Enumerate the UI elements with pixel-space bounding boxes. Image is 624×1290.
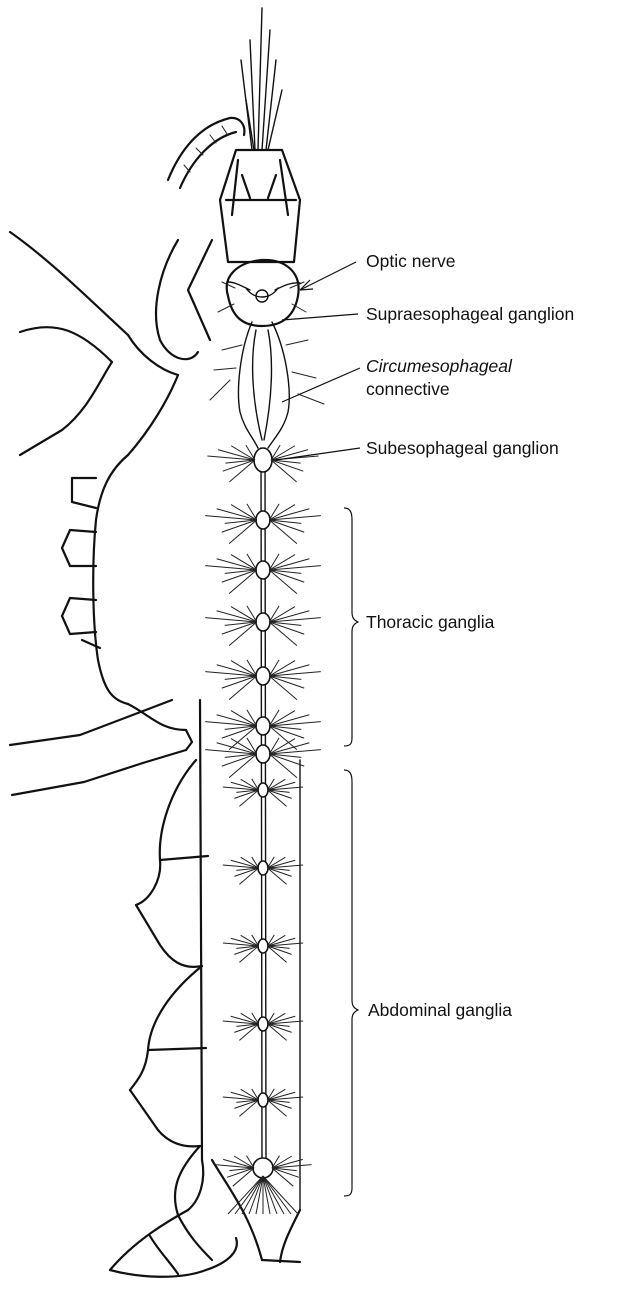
supraesophageal-leader	[282, 314, 358, 320]
abdominal-ganglion	[223, 1089, 303, 1117]
thoracic-ganglion	[205, 606, 321, 646]
label-supraesophageal-ganglion: Supraesophageal ganglion	[366, 304, 574, 324]
ventral-nerve-cord	[261, 448, 266, 1165]
thoracic-ganglion	[205, 738, 321, 778]
tail-fan	[110, 1160, 300, 1277]
label-thoracic-ganglia: Thoracic ganglia	[366, 612, 495, 632]
abdominal-ganglion	[223, 779, 303, 807]
label-abdominal-ganglia: Abdominal ganglia	[368, 1000, 512, 1020]
thoracic-ganglion	[205, 504, 321, 544]
thoracic-bracket	[344, 508, 358, 746]
circumesophageal-leader	[282, 368, 360, 402]
label-subesophageal-ganglion: Subesophageal ganglion	[366, 438, 559, 458]
ganglia	[205, 445, 321, 1214]
optic-nerve	[228, 282, 300, 290]
abdominal-ganglion	[223, 857, 303, 885]
optic-nerve-leader	[300, 262, 356, 290]
thoracic-ganglion	[205, 710, 321, 750]
left-exoskeleton-outline	[10, 232, 212, 795]
abdominal-ganglion	[223, 1013, 303, 1041]
circumesophageal-connectives	[210, 322, 324, 448]
abdominal-ganglion	[223, 935, 303, 963]
antennae-bristles	[241, 8, 282, 150]
rostrum-head	[220, 150, 300, 262]
thoracic-ganglion	[205, 554, 321, 594]
abdomen-dorsal-line	[200, 700, 300, 1210]
supraesophageal-ganglion	[218, 260, 306, 326]
subesophageal-ganglion	[207, 445, 318, 482]
abdominal-bracket	[344, 770, 358, 1196]
label-optic-nerve: Optic nerve	[366, 251, 455, 271]
thoracic-ganglion	[205, 660, 321, 700]
antennule	[168, 118, 244, 188]
label-connective: connective	[366, 379, 450, 399]
label-circumesophageal: Circumesophageal	[366, 356, 513, 376]
